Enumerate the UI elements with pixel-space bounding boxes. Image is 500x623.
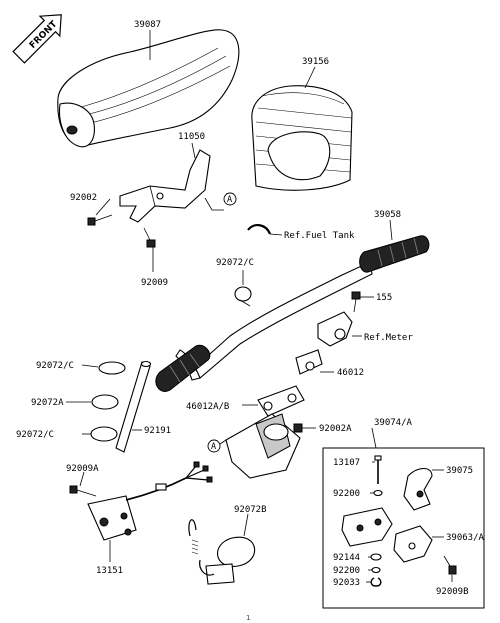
part-92200-washer-2[interactable] bbox=[371, 566, 381, 574]
part-155-bolt[interactable] bbox=[351, 291, 361, 313]
label-92002a: 92002A bbox=[319, 424, 352, 434]
part-13151-switch[interactable] bbox=[87, 461, 213, 541]
label-11050: 11050 bbox=[178, 132, 205, 142]
part-92002-bolt[interactable] bbox=[87, 214, 113, 226]
part-46012-holder[interactable] bbox=[295, 349, 323, 375]
label-39058: 39058 bbox=[374, 210, 401, 220]
part-meter-bracket[interactable] bbox=[317, 311, 353, 347]
page-mark: 1 bbox=[246, 614, 250, 622]
label-46012: 46012 bbox=[337, 368, 364, 378]
part-92191-hose[interactable] bbox=[115, 360, 152, 453]
label-92144: 92144 bbox=[333, 553, 360, 563]
part-39156-boot[interactable] bbox=[251, 85, 353, 191]
part-92200-washer-1[interactable] bbox=[373, 489, 383, 497]
label-39087: 39087 bbox=[134, 20, 161, 30]
part-92009-screw[interactable] bbox=[143, 227, 156, 248]
label-39063a: 39063/A bbox=[446, 533, 485, 543]
part-11050-bracket[interactable] bbox=[119, 149, 211, 223]
part-92009a-screw[interactable] bbox=[69, 485, 97, 497]
label-ref-meter: Ref.Meter bbox=[364, 333, 413, 343]
label-92002: 92002 bbox=[70, 193, 97, 203]
label-92200-2: 92200 bbox=[333, 566, 360, 576]
part-92072c-clamp-l1[interactable] bbox=[98, 361, 126, 375]
label-92072c-l1: 92072/C bbox=[36, 361, 74, 371]
part-92072c-clamp-top[interactable] bbox=[234, 286, 252, 307]
part-39058-right-grip[interactable] bbox=[359, 235, 430, 273]
part-92072a-clamp[interactable] bbox=[91, 394, 119, 410]
label-92191: 92191 bbox=[144, 426, 171, 436]
label-92072b: 92072B bbox=[234, 505, 267, 515]
label-92072a: 92072A bbox=[31, 398, 64, 408]
callout-a-bottom-label: A bbox=[211, 442, 216, 452]
part-92072b-clamp[interactable] bbox=[188, 519, 256, 585]
part-steering-plate[interactable] bbox=[225, 413, 301, 479]
part-92009b-screw[interactable] bbox=[443, 555, 457, 575]
part-13107-pin[interactable] bbox=[374, 455, 382, 484]
part-39087-seat[interactable] bbox=[57, 29, 240, 148]
label-13107: 13107 bbox=[333, 458, 360, 468]
part-92002a-bolt[interactable] bbox=[293, 423, 303, 433]
part-92033-circlip[interactable] bbox=[370, 577, 382, 587]
label-92033: 92033 bbox=[333, 578, 360, 588]
part-92072c-clamp-l2[interactable] bbox=[90, 426, 118, 442]
callout-a-top bbox=[223, 192, 237, 206]
label-92200-1: 92200 bbox=[333, 489, 360, 499]
part-throttle-body[interactable] bbox=[341, 507, 393, 547]
label-46012ab: 46012A/B bbox=[186, 402, 229, 412]
label-92009b: 92009B bbox=[436, 587, 469, 597]
front-arrow-icon: FRONT bbox=[12, 14, 62, 64]
group-box-39074a bbox=[322, 447, 485, 609]
part-92144-spring[interactable] bbox=[370, 553, 382, 561]
part-39063a-lever[interactable] bbox=[393, 525, 433, 563]
label-92009: 92009 bbox=[141, 278, 168, 288]
label-92072c-top: 92072/C bbox=[216, 258, 254, 268]
label-13151: 13151 bbox=[96, 566, 123, 576]
part-46012ab-holder[interactable] bbox=[257, 385, 305, 417]
part-39075-lever[interactable] bbox=[403, 467, 433, 511]
label-155: 155 bbox=[376, 293, 392, 303]
part-39058-left-grip[interactable] bbox=[155, 344, 211, 392]
label-92072c-l2: 92072/C bbox=[16, 430, 54, 440]
callout-a-top-label: A bbox=[227, 195, 232, 205]
label-ref-fuel-tank: Ref.Fuel Tank bbox=[284, 231, 355, 241]
label-92009a: 92009A bbox=[66, 464, 99, 474]
label-39074a: 39074/A bbox=[374, 418, 413, 428]
label-39156: 39156 bbox=[302, 57, 329, 67]
label-39075: 39075 bbox=[446, 466, 473, 476]
callout-a-bottom bbox=[207, 439, 221, 453]
